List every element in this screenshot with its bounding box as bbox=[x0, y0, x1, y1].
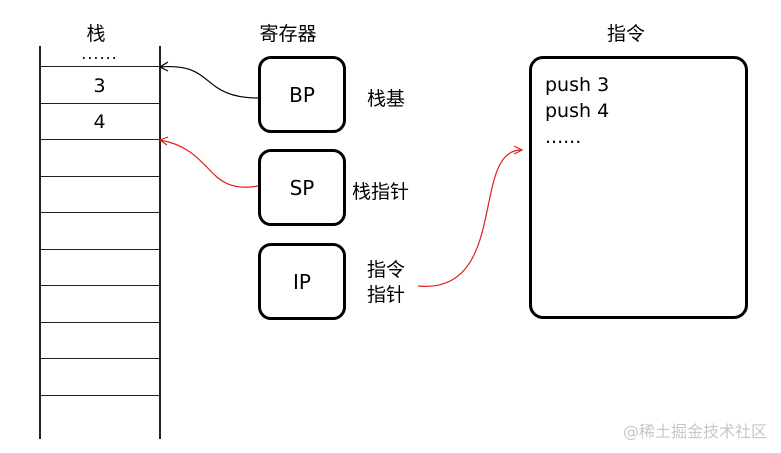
stack-row-divider bbox=[39, 103, 160, 104]
bp-arrowhead-icon bbox=[158, 61, 169, 72]
stack-row-divider bbox=[39, 285, 160, 286]
sp-register-box: SP bbox=[258, 149, 346, 226]
sp-arrowhead-icon bbox=[158, 136, 169, 146]
ip-register-name: IP bbox=[293, 269, 311, 294]
bp-arrow bbox=[159, 65, 259, 99]
stack-row-divider bbox=[39, 212, 160, 213]
instruction-line: push 3 bbox=[545, 74, 610, 96]
sp-register-name: SP bbox=[289, 175, 315, 200]
instruction-line: push 4 bbox=[545, 100, 610, 122]
stack-cell-value: 3 bbox=[93, 75, 106, 97]
bp-register-label: 栈基 bbox=[367, 88, 406, 110]
instruction-line: ...... bbox=[545, 126, 582, 148]
stack-row-divider bbox=[39, 249, 160, 250]
stack-cell-value: 4 bbox=[93, 111, 106, 133]
stack-title: 栈 bbox=[86, 23, 106, 45]
bp-register-name: BP bbox=[289, 82, 315, 107]
ip-register-label: 指令 指针 bbox=[367, 258, 415, 308]
instructions-title: 指令 bbox=[606, 23, 645, 45]
ip-label-line2: 指针 bbox=[367, 284, 406, 306]
stack-row-divider bbox=[39, 322, 160, 323]
sp-register-label: 栈指针 bbox=[352, 181, 410, 203]
stack-row-divider bbox=[39, 139, 160, 140]
instruction-box: push 3 push 4 ...... bbox=[529, 56, 748, 319]
stack-right-border bbox=[159, 46, 161, 439]
ip-register-box: IP bbox=[258, 243, 346, 320]
stack-row-divider bbox=[39, 176, 160, 177]
ip-arrow bbox=[417, 149, 523, 287]
stack-top-ellipsis: ...... bbox=[81, 44, 118, 63]
stack-row-divider bbox=[39, 395, 160, 396]
stack-left-border bbox=[39, 46, 41, 439]
ip-arrowhead-icon bbox=[513, 145, 524, 155]
bp-register-box: BP bbox=[258, 56, 346, 133]
ip-label-line1: 指令 bbox=[367, 259, 406, 281]
stack-row-divider bbox=[39, 66, 160, 67]
stack-row-divider bbox=[39, 358, 160, 359]
watermark: @稀土掘金技术社区 bbox=[622, 422, 767, 441]
registers-title: 寄存器 bbox=[259, 23, 317, 45]
sp-arrow bbox=[159, 139, 259, 188]
